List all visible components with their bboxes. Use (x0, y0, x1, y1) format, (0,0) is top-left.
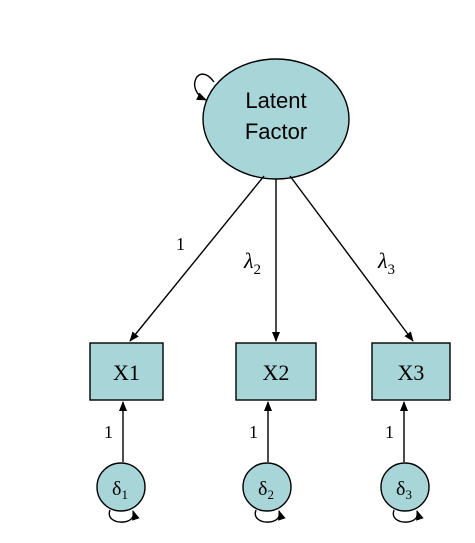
indicator-box-x1 (89, 342, 164, 401)
indicator-box-x3 (371, 342, 451, 401)
error-subscript-d3: 3 (405, 487, 412, 502)
error-path-label-x3: 1 (385, 422, 394, 442)
error-variance-loop-d1 (108, 509, 140, 523)
error-variance-loop-d2 (254, 509, 286, 523)
error-variance-loop-d3 (392, 509, 424, 523)
error-node-d2 (242, 462, 292, 512)
error-symbol-d3: δ (396, 478, 405, 500)
error-path-label-x2: 1 (249, 422, 258, 442)
loading-subscript-x2: 2 (254, 262, 262, 278)
loading-symbol-x3: λ (377, 248, 388, 273)
error-subscript-d2: 2 (267, 487, 274, 502)
error-symbol-d1: δ (112, 478, 121, 500)
loading-path-x1 (129, 175, 265, 342)
indicator-box-x2 (235, 342, 317, 401)
error-label-d2: δ2 (258, 478, 274, 502)
error-node-d3 (380, 462, 430, 512)
error-label-d3: δ3 (396, 478, 412, 502)
latent-variance-loop (194, 73, 215, 101)
indicator-label-x1: X1 (113, 360, 140, 385)
loading-symbol-x2: λ (243, 248, 254, 273)
indicator-label-x2: X2 (263, 360, 290, 385)
loading-label-x2: λ2 (243, 248, 261, 278)
latent-factor-label-line1: Latent (245, 88, 306, 113)
loading-subscript-x3: 3 (388, 262, 396, 278)
loading-label-x3: λ3 (377, 248, 395, 278)
indicator-label-x3: X3 (398, 360, 425, 385)
loading-label-x1: 1 (176, 234, 185, 254)
error-path-label-x1: 1 (104, 422, 113, 442)
latent-factor-label-line2: Factor (245, 119, 307, 144)
error-node-d1 (96, 462, 146, 512)
error-symbol-d2: δ (258, 478, 267, 500)
loading-path-x3 (289, 175, 414, 342)
error-subscript-d1: 1 (121, 487, 128, 502)
error-label-d1: δ1 (112, 478, 128, 502)
